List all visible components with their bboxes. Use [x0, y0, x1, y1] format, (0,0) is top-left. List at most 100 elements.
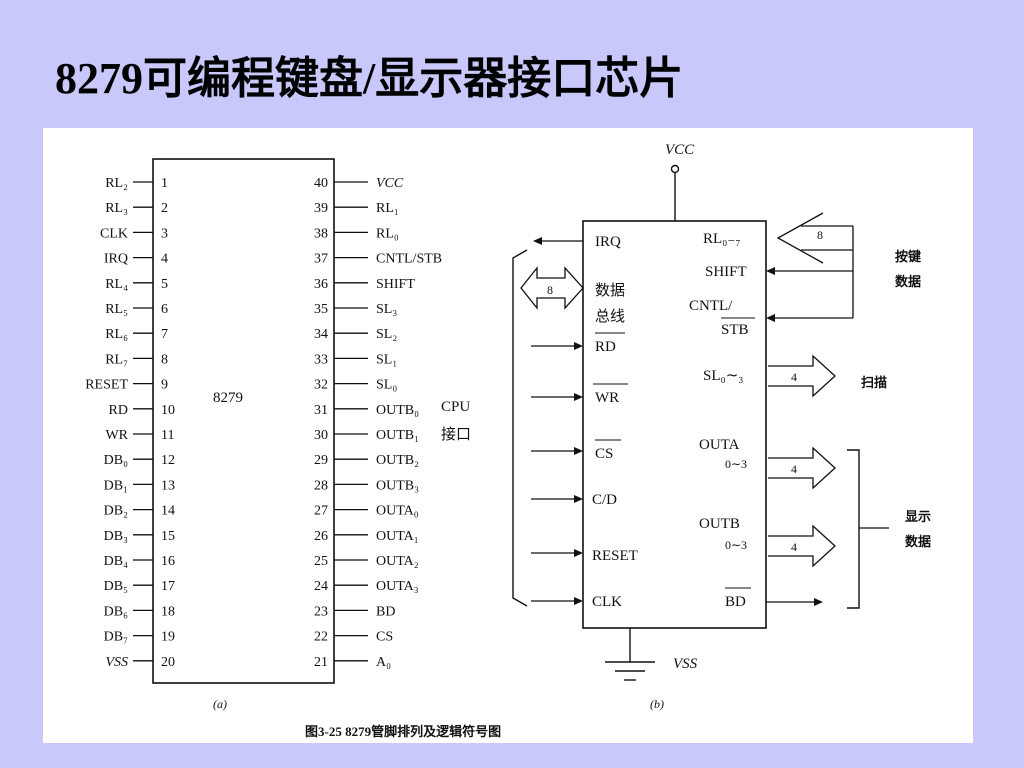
pin-name: OUTA₀ — [376, 504, 419, 519]
cd-label: C/D — [592, 492, 617, 508]
outa-bus-arrow — [768, 446, 836, 490]
data-bus-arrow — [520, 266, 584, 310]
pin-name: DB₀ — [104, 453, 128, 468]
pin-number: 28 — [314, 478, 328, 493]
pin-name: BD — [376, 604, 395, 619]
pin-name: RL₅ — [105, 302, 128, 317]
pin-number: 8 — [161, 352, 168, 367]
pin-number: 26 — [314, 529, 328, 544]
pin-number: 22 — [314, 630, 328, 645]
pin-name: RL₂ — [105, 176, 128, 191]
pin-number: 31 — [314, 403, 328, 418]
pin-name: CNTL/STB — [376, 252, 442, 267]
pin-name: OUTA₂ — [376, 554, 419, 569]
pin-name: VSS — [105, 655, 128, 670]
outa-bus-width: 4 — [791, 462, 797, 476]
pin-number: 38 — [314, 226, 328, 241]
pin-number: 18 — [161, 604, 175, 619]
logic-chip-body — [582, 220, 767, 629]
pin-number: 25 — [314, 554, 328, 569]
pin-name: VCC — [376, 176, 404, 191]
shift-label: SHIFT — [705, 264, 747, 280]
pin-number: 19 — [161, 630, 175, 645]
vcc-terminal — [670, 164, 680, 174]
display-bracket — [847, 449, 860, 609]
pin-number: 21 — [314, 655, 328, 670]
chip-body — [152, 158, 335, 684]
clk-label: CLK — [592, 594, 622, 610]
pin-name: SHIFT — [376, 277, 415, 292]
panel-label-a: (a) — [213, 697, 227, 711]
pin-number: 6 — [161, 302, 168, 317]
cs-label: CS — [595, 446, 613, 462]
cpu-label-2: 接口 — [441, 426, 471, 443]
pin-number: 15 — [161, 529, 175, 544]
bd-label: BD — [725, 594, 746, 610]
pin-number: 32 — [314, 378, 328, 393]
pin-number: 39 — [314, 201, 328, 216]
outa-label: OUTA — [699, 437, 740, 453]
data-bus-label-1: 数据 — [595, 282, 625, 299]
outa-sub: 0∼3 — [725, 457, 747, 471]
pin-number: 35 — [314, 302, 328, 317]
outb-sub: 0∼3 — [725, 538, 747, 552]
panel-label-b: (b) — [650, 697, 664, 711]
sl-label: SL₀∼₃ — [703, 368, 744, 384]
outb-bus-width: 4 — [791, 540, 797, 554]
pin-name: CS — [376, 630, 393, 645]
scan-bus-width: 4 — [791, 370, 797, 384]
pin-name: OUTB₁ — [376, 428, 419, 443]
outb-label: OUTB — [699, 516, 740, 532]
key-data-label-1: 按键 — [895, 249, 921, 264]
pin-number: 13 — [161, 478, 175, 493]
pin-number: 37 — [314, 252, 328, 267]
vss-label: VSS — [673, 656, 698, 672]
slide-title: 8279可编程键盘/显示器接口芯片 — [55, 54, 684, 103]
scan-label: 扫描 — [861, 375, 887, 390]
pin-name: OUTA₃ — [376, 579, 419, 594]
cntl-label: CNTL/ — [689, 298, 733, 314]
pin-name: IRQ — [104, 252, 128, 267]
pin-number: 7 — [161, 327, 168, 342]
input-arrows — [531, 342, 583, 605]
pin-name: DB₆ — [104, 604, 128, 619]
outb-bus-arrow — [768, 524, 836, 568]
stb-label: STB — [721, 322, 749, 338]
pin-number: 12 — [161, 453, 175, 468]
rl-label: RL₀₋₇ — [703, 231, 741, 247]
pin-name: RD — [109, 403, 128, 418]
pin-number: 40 — [314, 176, 328, 191]
pin-number: 14 — [161, 504, 175, 519]
pin-name: SL₁ — [376, 352, 397, 367]
keys-bus-width: 8 — [817, 228, 823, 242]
pin-number: 29 — [314, 453, 328, 468]
data-bus-label-2: 总线 — [595, 308, 625, 325]
pin-name: OUTB₀ — [376, 403, 419, 418]
cpu-label-1: CPU — [441, 399, 470, 415]
pin-number: 5 — [161, 277, 168, 292]
display-label-2: 数据 — [905, 534, 931, 549]
rd-label: RD — [595, 339, 616, 355]
pin-number: 1 — [161, 176, 168, 191]
pin-number: 36 — [314, 277, 328, 292]
pin-name: RL₄ — [105, 277, 128, 292]
pin-name: A₀ — [376, 655, 391, 670]
pin-name: SL₀ — [376, 378, 397, 393]
reset-label: RESET — [592, 548, 638, 564]
pin-name: DB₄ — [104, 554, 128, 569]
pin-number: 9 — [161, 378, 168, 393]
pinout-and-logic-diagram: 8279 1RL₂2RL₃3CLK4IRQ5RL₄6RL₅7RL₆8RL₇9RE… — [85, 142, 931, 739]
wr-label: WR — [595, 390, 619, 406]
pin-number: 4 — [161, 252, 168, 267]
pin-name: DB₇ — [104, 630, 128, 645]
output-buses: 4 4 4 — [768, 354, 836, 568]
pin-number: 2 — [161, 201, 168, 216]
pin-name: RL₁ — [376, 201, 399, 216]
pinout-diagram: 8279 1RL₂2RL₃3CLK4IRQ5RL₄6RL₅7RL₆8RL₇9RE… — [85, 158, 471, 711]
key-data-label-2: 数据 — [895, 274, 921, 289]
vcc-label: VCC — [665, 142, 695, 158]
pin-number: 11 — [161, 428, 174, 443]
pin-name: CLK — [100, 226, 128, 241]
pin-name: DB₁ — [104, 478, 128, 493]
